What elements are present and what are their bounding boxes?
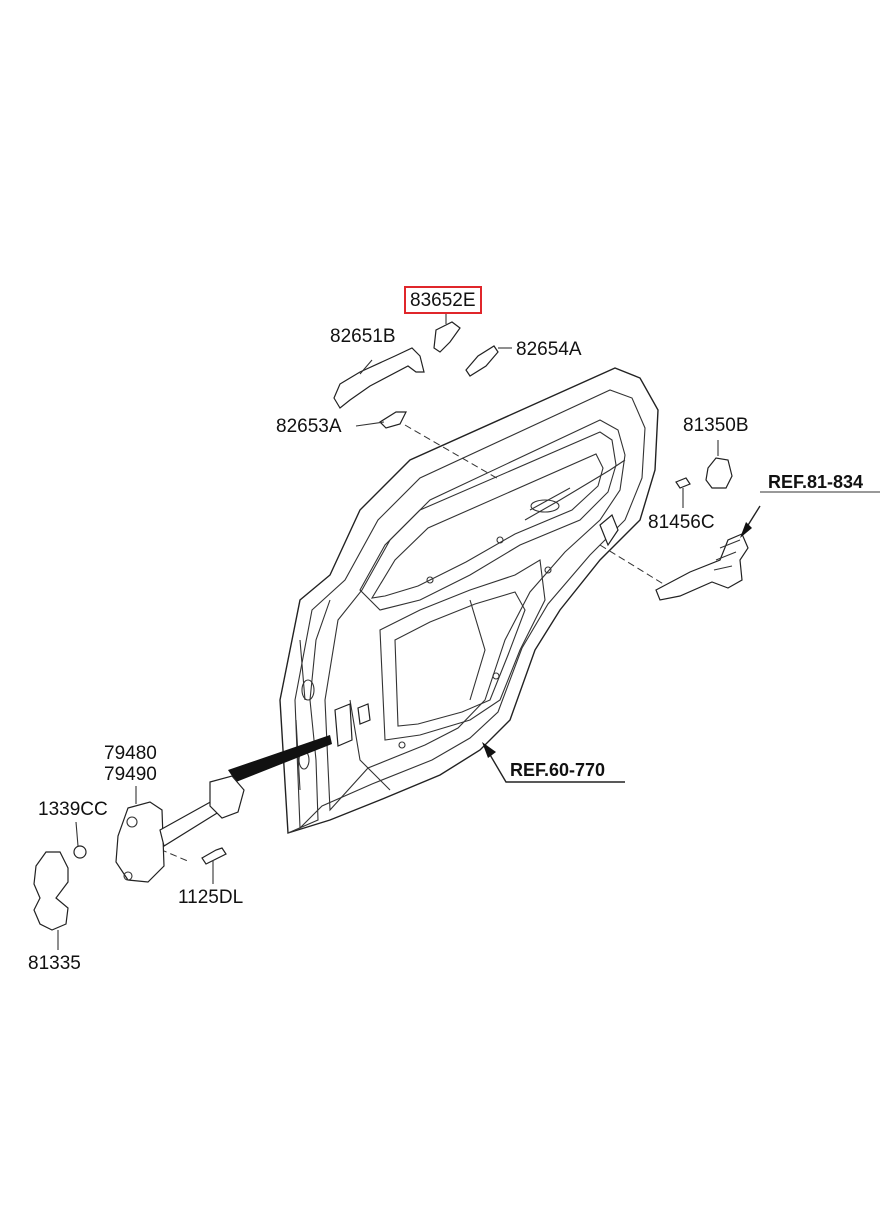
ref-label-60-770[interactable]: REF.60-770 [510,760,606,780]
part-81350B-shape [705,457,733,489]
part-1339CC-shape [73,845,87,859]
part-82651B-shape [333,347,425,409]
check-arm-pointer [228,735,332,782]
part-81456C-shape [675,477,691,489]
part-label-83652E[interactable]: 83652E [404,286,482,314]
part-81335-shape [33,851,69,931]
part-1125DL-shape [201,847,227,865]
part-label-82653A[interactable]: 82653A [276,416,342,437]
ref-label-81-834[interactable]: REF.81-834 [768,472,864,492]
door-check-assembly [115,775,245,883]
part-label-1339CC[interactable]: 1339CC [38,799,108,820]
part-label-79480[interactable]: 79480 [104,743,157,764]
rear-door-panel [279,367,659,834]
part-label-1125DL[interactable]: 1125DL [178,887,244,908]
door-latch-assembly [655,491,880,601]
part-label-82651B[interactable]: 82651B [330,326,396,347]
part-label-81335[interactable]: 81335 [28,953,81,974]
part-label-81456C[interactable]: 81456C [648,512,715,533]
part-label-79490[interactable]: 79490 [104,764,157,785]
part-82653A-shape [379,411,407,429]
part-83652E-shape [433,321,461,353]
part-82654A-shape [465,345,499,377]
part-label-81350B[interactable]: 81350B [683,415,749,436]
part-label-82654A[interactable]: 82654A [516,339,582,360]
